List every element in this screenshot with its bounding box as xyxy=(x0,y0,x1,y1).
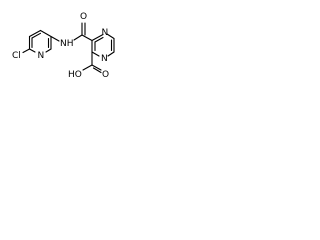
pyrazine-n-bottom-label: N xyxy=(101,54,108,64)
amide-nh-label: NH xyxy=(60,39,74,49)
amide-linker xyxy=(73,22,93,42)
pyrazine-n-top-label: N xyxy=(102,28,109,38)
pyrazine-ring xyxy=(91,33,115,57)
chemical-structure: Cl N NH O N N HO O xyxy=(12,12,115,80)
acid-o-label: O xyxy=(102,70,109,80)
pyridine-ring xyxy=(22,29,60,54)
pyridine-n-label: N xyxy=(38,51,45,61)
acid-oh-label: HO xyxy=(68,70,82,80)
chloro-label: Cl xyxy=(12,51,21,61)
carboxylic-acid xyxy=(82,51,102,74)
carbonyl-o-label: O xyxy=(80,12,87,22)
